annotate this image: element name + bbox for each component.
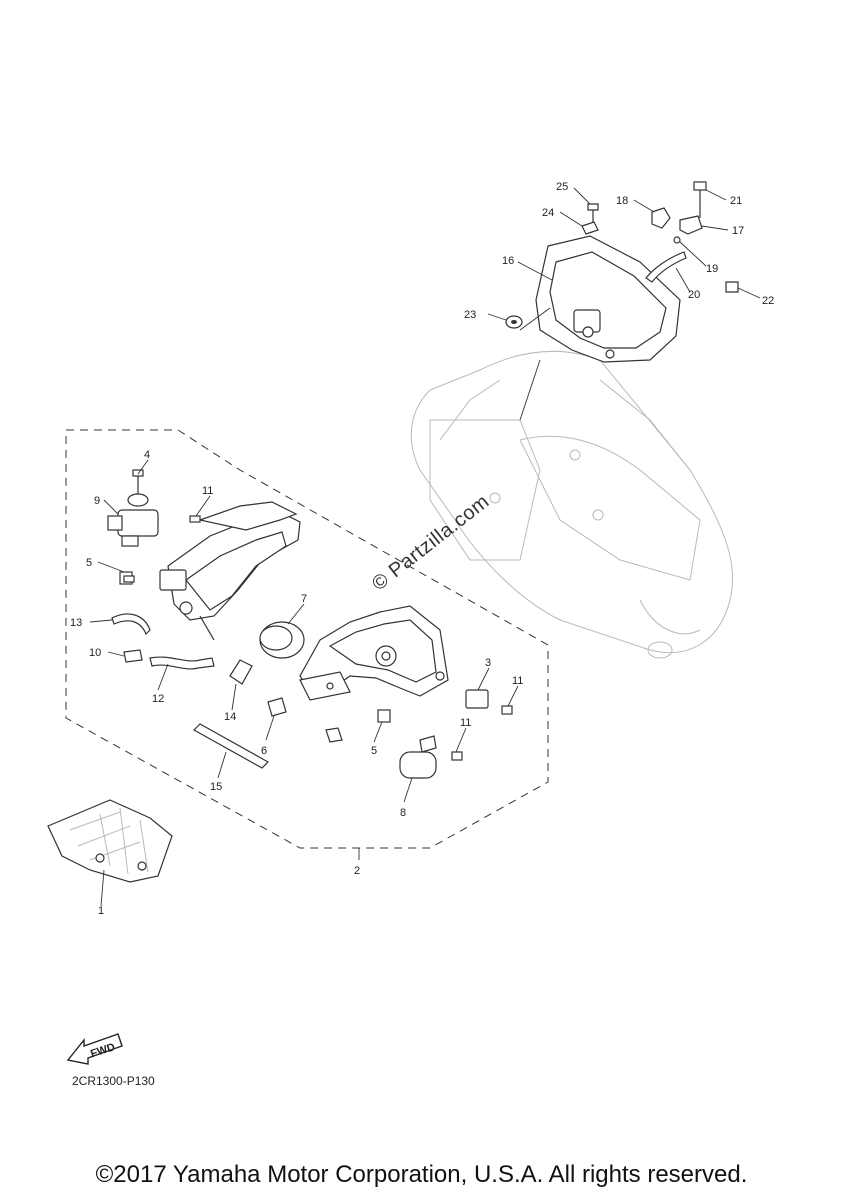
callout-15: 15	[210, 781, 222, 793]
callout-6: 6	[261, 745, 267, 757]
solenoid-valve	[107, 469, 159, 547]
callout-13: 13	[70, 617, 82, 629]
callout-7: 7	[301, 593, 307, 605]
callout-11: 11	[512, 675, 523, 687]
assembly-boundary	[65, 429, 549, 849]
callout-10: 10	[89, 647, 101, 659]
callout-25: 25	[556, 181, 568, 193]
callout-18: 18	[616, 195, 628, 207]
callout-11: 11	[460, 717, 471, 729]
callout-3: 3	[485, 657, 491, 669]
fwd-arrow-icon: FWD	[66, 1033, 123, 1065]
leader-lines	[89, 187, 761, 907]
lower-cover	[47, 799, 173, 883]
callout-20: 20	[688, 289, 700, 301]
callout-labels: 1 2 3 4 5 5 6 7 8 9 10 11 11 11 12 13 14…	[70, 181, 774, 917]
frame-ghost-outline	[410, 350, 734, 659]
callout-11: 11	[202, 485, 213, 497]
callout-5: 5	[86, 557, 92, 569]
callout-17: 17	[732, 225, 744, 237]
callout-9: 9	[94, 495, 100, 507]
callout-1: 1	[98, 905, 104, 917]
headlight-housing	[535, 235, 681, 363]
diagram-code: 2CR1300-P130	[72, 1074, 155, 1088]
callout-4: 4	[144, 449, 150, 461]
callout-22: 22	[762, 295, 774, 307]
copyright-notice: ©2017 Yamaha Motor Corporation, U.S.A. A…	[95, 1161, 748, 1188]
hoses	[111, 613, 253, 685]
cap-and-fasteners	[119, 515, 513, 769]
callout-5: 5	[371, 745, 377, 757]
callout-23: 23	[464, 309, 476, 321]
callout-8: 8	[400, 807, 406, 819]
horn-unit	[399, 735, 437, 779]
callout-2: 2	[354, 865, 360, 877]
right-bracket	[299, 605, 449, 701]
headlight-small-parts	[505, 181, 739, 329]
callout-21: 21	[730, 195, 742, 207]
callout-12: 12	[152, 693, 164, 705]
callout-19: 19	[706, 263, 718, 275]
callout-16: 16	[502, 255, 514, 267]
left-bracket	[159, 501, 301, 641]
callout-14: 14	[224, 711, 236, 723]
callout-24: 24	[542, 207, 554, 219]
